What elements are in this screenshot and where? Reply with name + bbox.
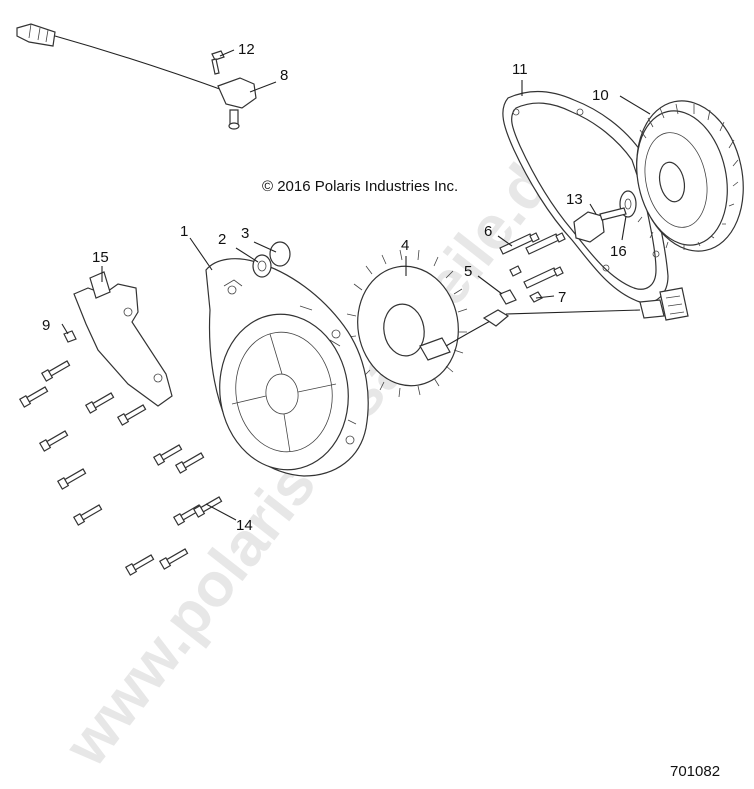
diagram-number: 701082 xyxy=(670,763,720,780)
retaining-ring-part xyxy=(269,241,291,267)
callout-9: 9 xyxy=(42,317,50,334)
callout-13: 13 xyxy=(566,191,583,208)
callout-11: 11 xyxy=(512,61,528,78)
stator-cover-part xyxy=(205,258,369,477)
callout-12: 12 xyxy=(238,41,255,58)
callout-2: 2 xyxy=(218,231,226,248)
callout-16: 16 xyxy=(610,243,627,260)
callout-15: 15 xyxy=(92,249,109,266)
stator-bolts-part xyxy=(499,232,566,289)
wire-clip-part xyxy=(499,289,543,305)
fastener-part-9 xyxy=(63,330,77,343)
callout-3: 3 xyxy=(241,225,249,242)
callout-7: 7 xyxy=(558,289,566,306)
bolt-part-12 xyxy=(211,50,225,75)
stator-harness-part xyxy=(482,287,689,327)
callout-5: 5 xyxy=(464,263,472,280)
cover-bolts-part xyxy=(18,360,223,576)
gasket-part xyxy=(502,90,669,304)
mounting-bracket-part xyxy=(73,271,173,407)
stator-part xyxy=(346,249,493,398)
seal-part xyxy=(252,254,272,278)
leader-lines xyxy=(61,49,651,521)
callout-14: 14 xyxy=(236,517,253,534)
copyright-notice: © 2016 Polaris Industries Inc. xyxy=(262,178,458,195)
callout-1: 1 xyxy=(180,223,188,240)
flywheel-nut-part xyxy=(573,207,627,243)
callout-4: 4 xyxy=(401,237,409,254)
sensor-harness-part xyxy=(16,23,257,130)
callout-8: 8 xyxy=(280,67,288,84)
callout-10: 10 xyxy=(592,87,609,104)
flywheel-part xyxy=(636,100,744,252)
callout-6: 6 xyxy=(484,223,492,240)
